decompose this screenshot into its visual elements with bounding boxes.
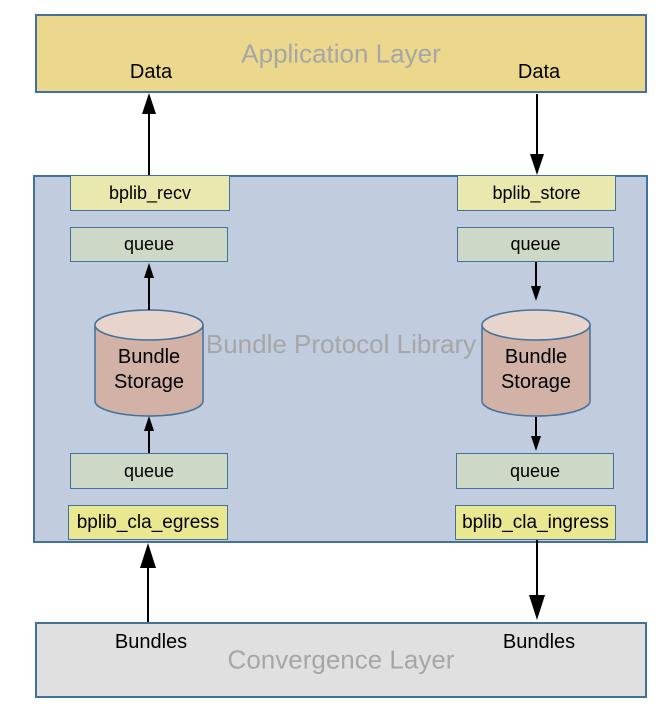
bundles-label-left: Bundles bbox=[114, 631, 188, 653]
data-label-left: Data bbox=[129, 61, 173, 83]
bplib-recv-box: bplib_recv bbox=[70, 175, 230, 211]
bundles-label-right: Bundles bbox=[502, 631, 576, 653]
up-arrow-recv-to-application-icon bbox=[142, 93, 156, 175]
down-arrow-cla-ingress-to-convergence-icon bbox=[529, 540, 545, 620]
bundle-storage-cylinder-right: Bundle Storage bbox=[481, 308, 591, 418]
bplib-recv-label: bplib_recv bbox=[108, 182, 192, 203]
queue-box-upper-right: queue bbox=[457, 227, 614, 262]
queue-label: queue bbox=[510, 234, 561, 254]
queue-box-upper-left: queue bbox=[70, 227, 228, 262]
queue-label: queue bbox=[123, 460, 175, 481]
cylinder-icon bbox=[94, 309, 204, 417]
queue-label: queue bbox=[509, 460, 561, 481]
bplib-cla-egress-label: bplib_cla_egress bbox=[76, 511, 220, 533]
convergence-layer-box: Convergence Layer Bundles Bundles bbox=[35, 622, 647, 698]
data-label-right: Data bbox=[517, 61, 561, 83]
bplib-cla-egress-box: bplib_cla_egress bbox=[68, 505, 228, 540]
bundle-storage-label: Bundle Storage bbox=[113, 346, 185, 393]
application-layer-title: Application Layer bbox=[241, 38, 441, 68]
up-arrow-convergence-to-cla-egress-icon bbox=[140, 543, 156, 622]
bundle-protocol-library-title: Bundle Protocol Library bbox=[205, 329, 477, 359]
bplib-store-box: bplib_store bbox=[457, 175, 616, 211]
bundle-storage-cylinder-left: Bundle Storage bbox=[94, 308, 204, 418]
application-layer-box: Application Layer Data Data bbox=[35, 14, 647, 93]
cylinder-icon bbox=[481, 309, 591, 417]
queue-box-lower-right: queue bbox=[456, 453, 614, 489]
bplib-cla-ingress-label: bplib_cla_ingress bbox=[462, 511, 609, 533]
bplib-store-label: bplib_store bbox=[492, 182, 581, 203]
bplib-cla-ingress-box: bplib_cla_ingress bbox=[455, 505, 616, 540]
bundle-storage-label: Bundle Storage bbox=[500, 346, 572, 393]
queue-box-lower-left: queue bbox=[70, 453, 228, 489]
convergence-layer-title: Convergence Layer bbox=[227, 644, 455, 675]
queue-label: queue bbox=[123, 234, 175, 254]
down-arrow-application-to-store-icon bbox=[530, 94, 544, 175]
